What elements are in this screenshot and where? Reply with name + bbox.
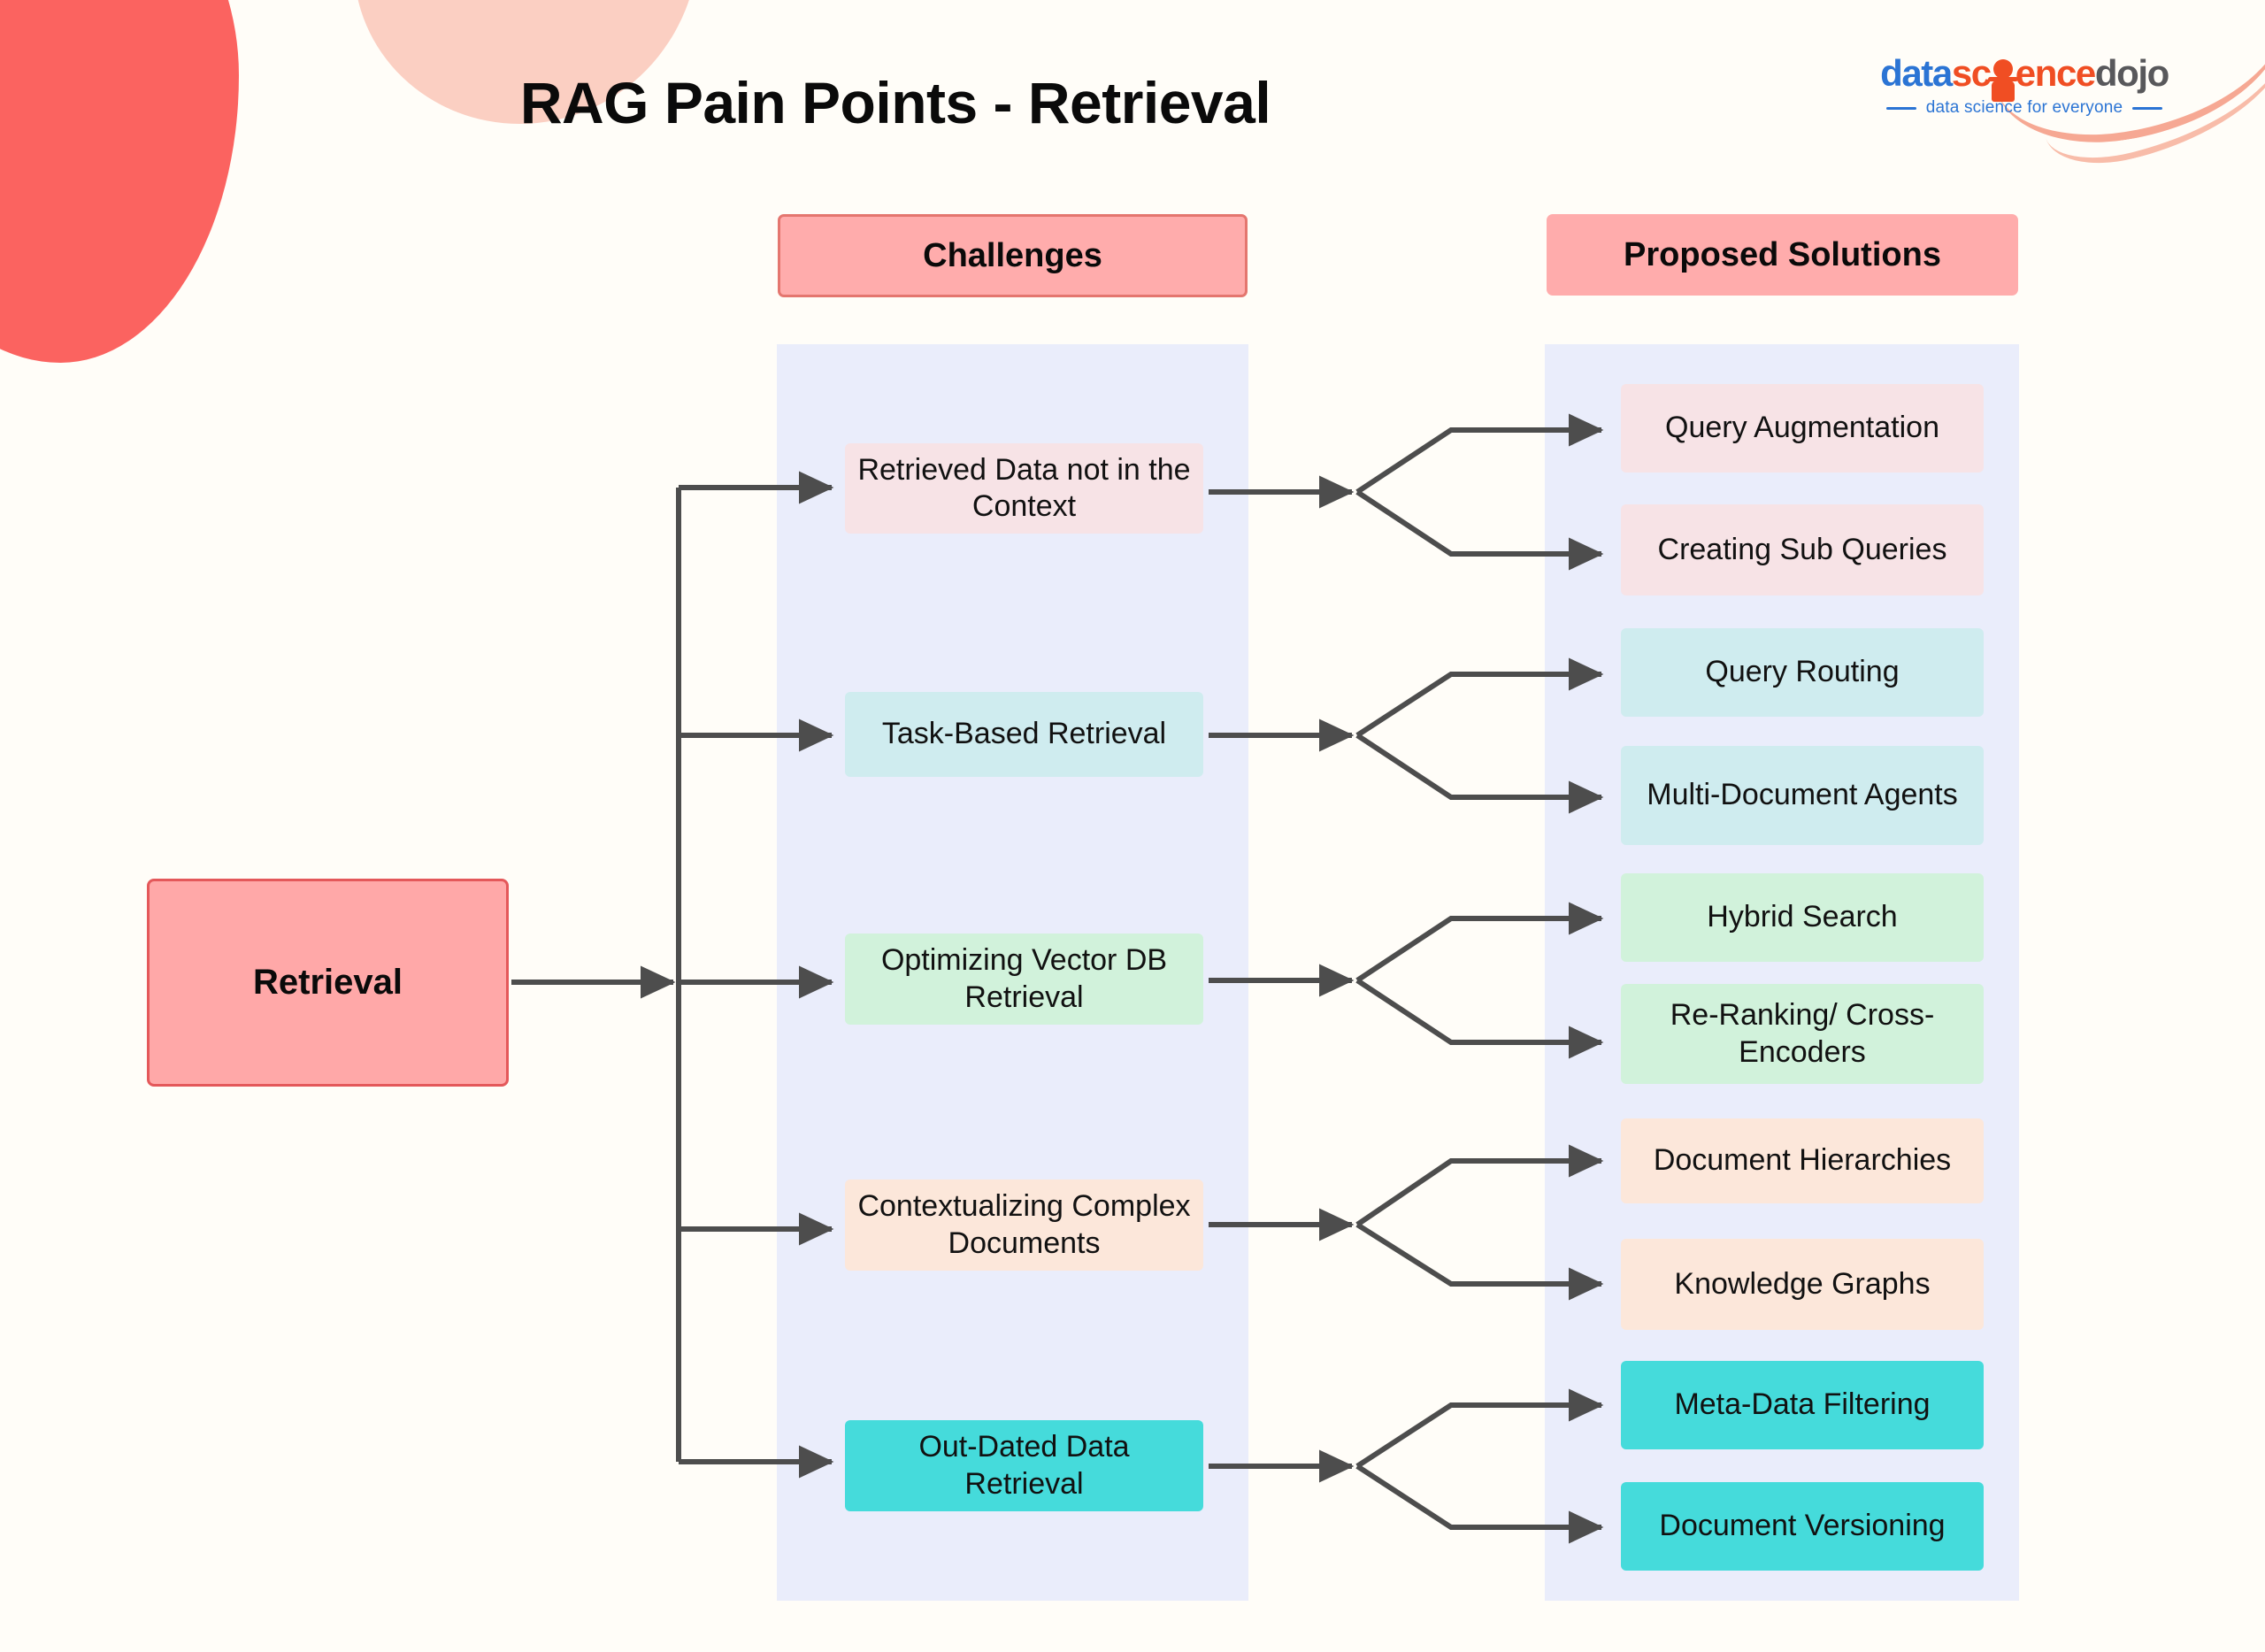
logo-word-ence: ence	[2015, 52, 2097, 94]
solution-box-7[interactable]: Document Hierarchies	[1621, 1118, 1984, 1203]
challenges-header: Challenges	[778, 214, 1248, 297]
tagline-rule-left	[1885, 106, 1916, 110]
solutions-header: Proposed Solutions	[1547, 214, 2018, 296]
solution-box-4[interactable]: Multi-Document Agents	[1621, 746, 1984, 845]
challenge-box-3[interactable]: Optimizing Vector DB Retrieval	[845, 934, 1203, 1025]
challenge-box-5[interactable]: Out-Dated Data Retrieval	[845, 1420, 1203, 1511]
solution-box-1[interactable]: Query Augmentation	[1621, 384, 1984, 473]
logo-word-dojo: dojo	[2094, 52, 2169, 94]
solution-box-5[interactable]: Hybrid Search	[1621, 873, 1984, 962]
solution-box-2[interactable]: Creating Sub Queries	[1621, 504, 1984, 595]
decor-red-blob	[0, 0, 239, 363]
challenge-box-2[interactable]: Task-Based Retrieval	[845, 692, 1203, 777]
challenge-box-4[interactable]: Contextualizing Complex Documents	[845, 1179, 1203, 1271]
solution-box-9[interactable]: Meta-Data Filtering	[1621, 1361, 1984, 1449]
logo-word-data: data	[1880, 52, 1953, 94]
logo-tagline-row: data science for everyone	[1852, 98, 2197, 118]
logo-tagline: data science for everyone	[1925, 98, 2123, 117]
solution-box-8[interactable]: Knowledge Graphs	[1621, 1239, 1984, 1330]
logo-word-sc: sc	[1951, 52, 1992, 94]
solution-box-10[interactable]: Document Versioning	[1621, 1482, 1984, 1571]
root-node-retrieval[interactable]: Retrieval	[147, 879, 509, 1087]
challenge-box-1[interactable]: Retrieved Data not in the Context	[845, 443, 1203, 534]
page-title: RAG Pain Points - Retrieval	[519, 70, 1271, 135]
tagline-rule-right	[2132, 106, 2163, 110]
solution-box-6[interactable]: Re-Ranking/ Cross-Encoders	[1621, 984, 1984, 1084]
solution-box-3[interactable]: Query Routing	[1621, 628, 1984, 717]
